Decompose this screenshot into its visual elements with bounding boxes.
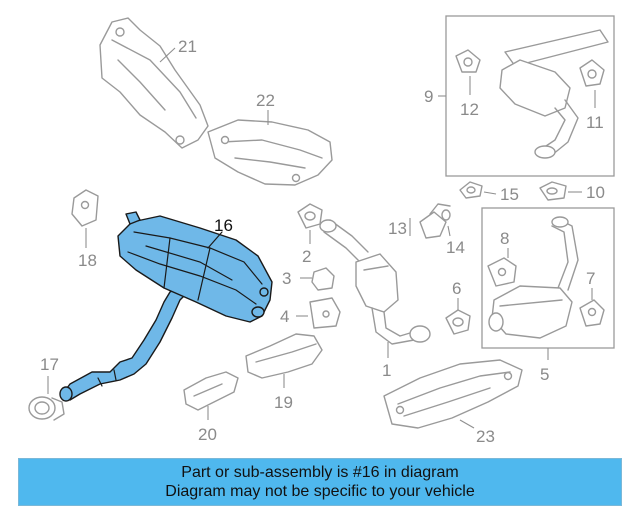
exhaust-parts-diagram: 21 22 9 12 11 15 bbox=[28, 15, 615, 446]
callout-21: 21 bbox=[178, 37, 197, 56]
part-21-heat-shield[interactable] bbox=[99, 17, 209, 149]
part-7-hanger[interactable] bbox=[579, 288, 605, 327]
part-17-clamp[interactable] bbox=[28, 376, 65, 421]
part-23-heat-shield[interactable] bbox=[383, 359, 523, 429]
callout-12: 12 bbox=[460, 100, 479, 119]
part-19-insulator[interactable] bbox=[245, 333, 323, 388]
callout-18: 18 bbox=[78, 251, 97, 270]
callout-9: 9 bbox=[424, 87, 433, 106]
callout-13: 13 bbox=[388, 219, 407, 238]
part-11-hanger[interactable] bbox=[579, 59, 605, 108]
part-10-gasket[interactable] bbox=[539, 181, 582, 201]
callout-22: 22 bbox=[256, 91, 275, 110]
callout-20: 20 bbox=[198, 425, 217, 444]
callout-11: 11 bbox=[586, 113, 604, 132]
banner-line-1: Part or sub-assembly is #16 in diagram bbox=[181, 464, 459, 481]
part-8-hanger[interactable] bbox=[487, 248, 517, 287]
callout-4: 4 bbox=[280, 307, 289, 326]
callout-16: 16 bbox=[214, 216, 233, 235]
part-16-muffler-highlighted[interactable] bbox=[59, 211, 273, 402]
part-2-gasket[interactable] bbox=[297, 203, 323, 244]
part-14-oxygen-sensor[interactable] bbox=[419, 203, 451, 239]
part-6-gasket[interactable] bbox=[445, 298, 471, 335]
callout-23: 23 bbox=[476, 427, 495, 446]
part-18-bracket[interactable] bbox=[71, 189, 99, 248]
part-15-gasket[interactable] bbox=[459, 181, 497, 199]
part-20-insulator[interactable] bbox=[183, 371, 239, 420]
part-4-bracket[interactable] bbox=[296, 297, 341, 329]
part-3-rubber-mount[interactable] bbox=[300, 267, 335, 291]
callout-17: 17 bbox=[40, 355, 59, 374]
callout-6: 6 bbox=[452, 279, 461, 298]
part-9-rear-muffler[interactable] bbox=[499, 29, 609, 159]
callout-3: 3 bbox=[282, 269, 291, 288]
info-banner: Part or sub-assembly is #16 in diagram D… bbox=[18, 458, 622, 506]
callout-5: 5 bbox=[540, 365, 549, 384]
part-1-front-pipe-catalyst[interactable] bbox=[319, 219, 431, 358]
callout-19: 19 bbox=[274, 393, 293, 412]
part-22-heat-shield[interactable] bbox=[207, 110, 333, 186]
part-12-hanger[interactable] bbox=[455, 49, 481, 95]
callout-1: 1 bbox=[382, 361, 391, 380]
banner-line-2: Diagram may not be specific to your vehi… bbox=[165, 483, 475, 500]
callout-10: 10 bbox=[586, 183, 605, 202]
callout-14: 14 bbox=[446, 238, 465, 257]
callout-15: 15 bbox=[500, 185, 519, 204]
callout-2: 2 bbox=[302, 247, 311, 266]
part-5-center-muffler[interactable] bbox=[488, 216, 579, 339]
callout-7: 7 bbox=[586, 269, 595, 288]
callout-8: 8 bbox=[500, 229, 509, 248]
